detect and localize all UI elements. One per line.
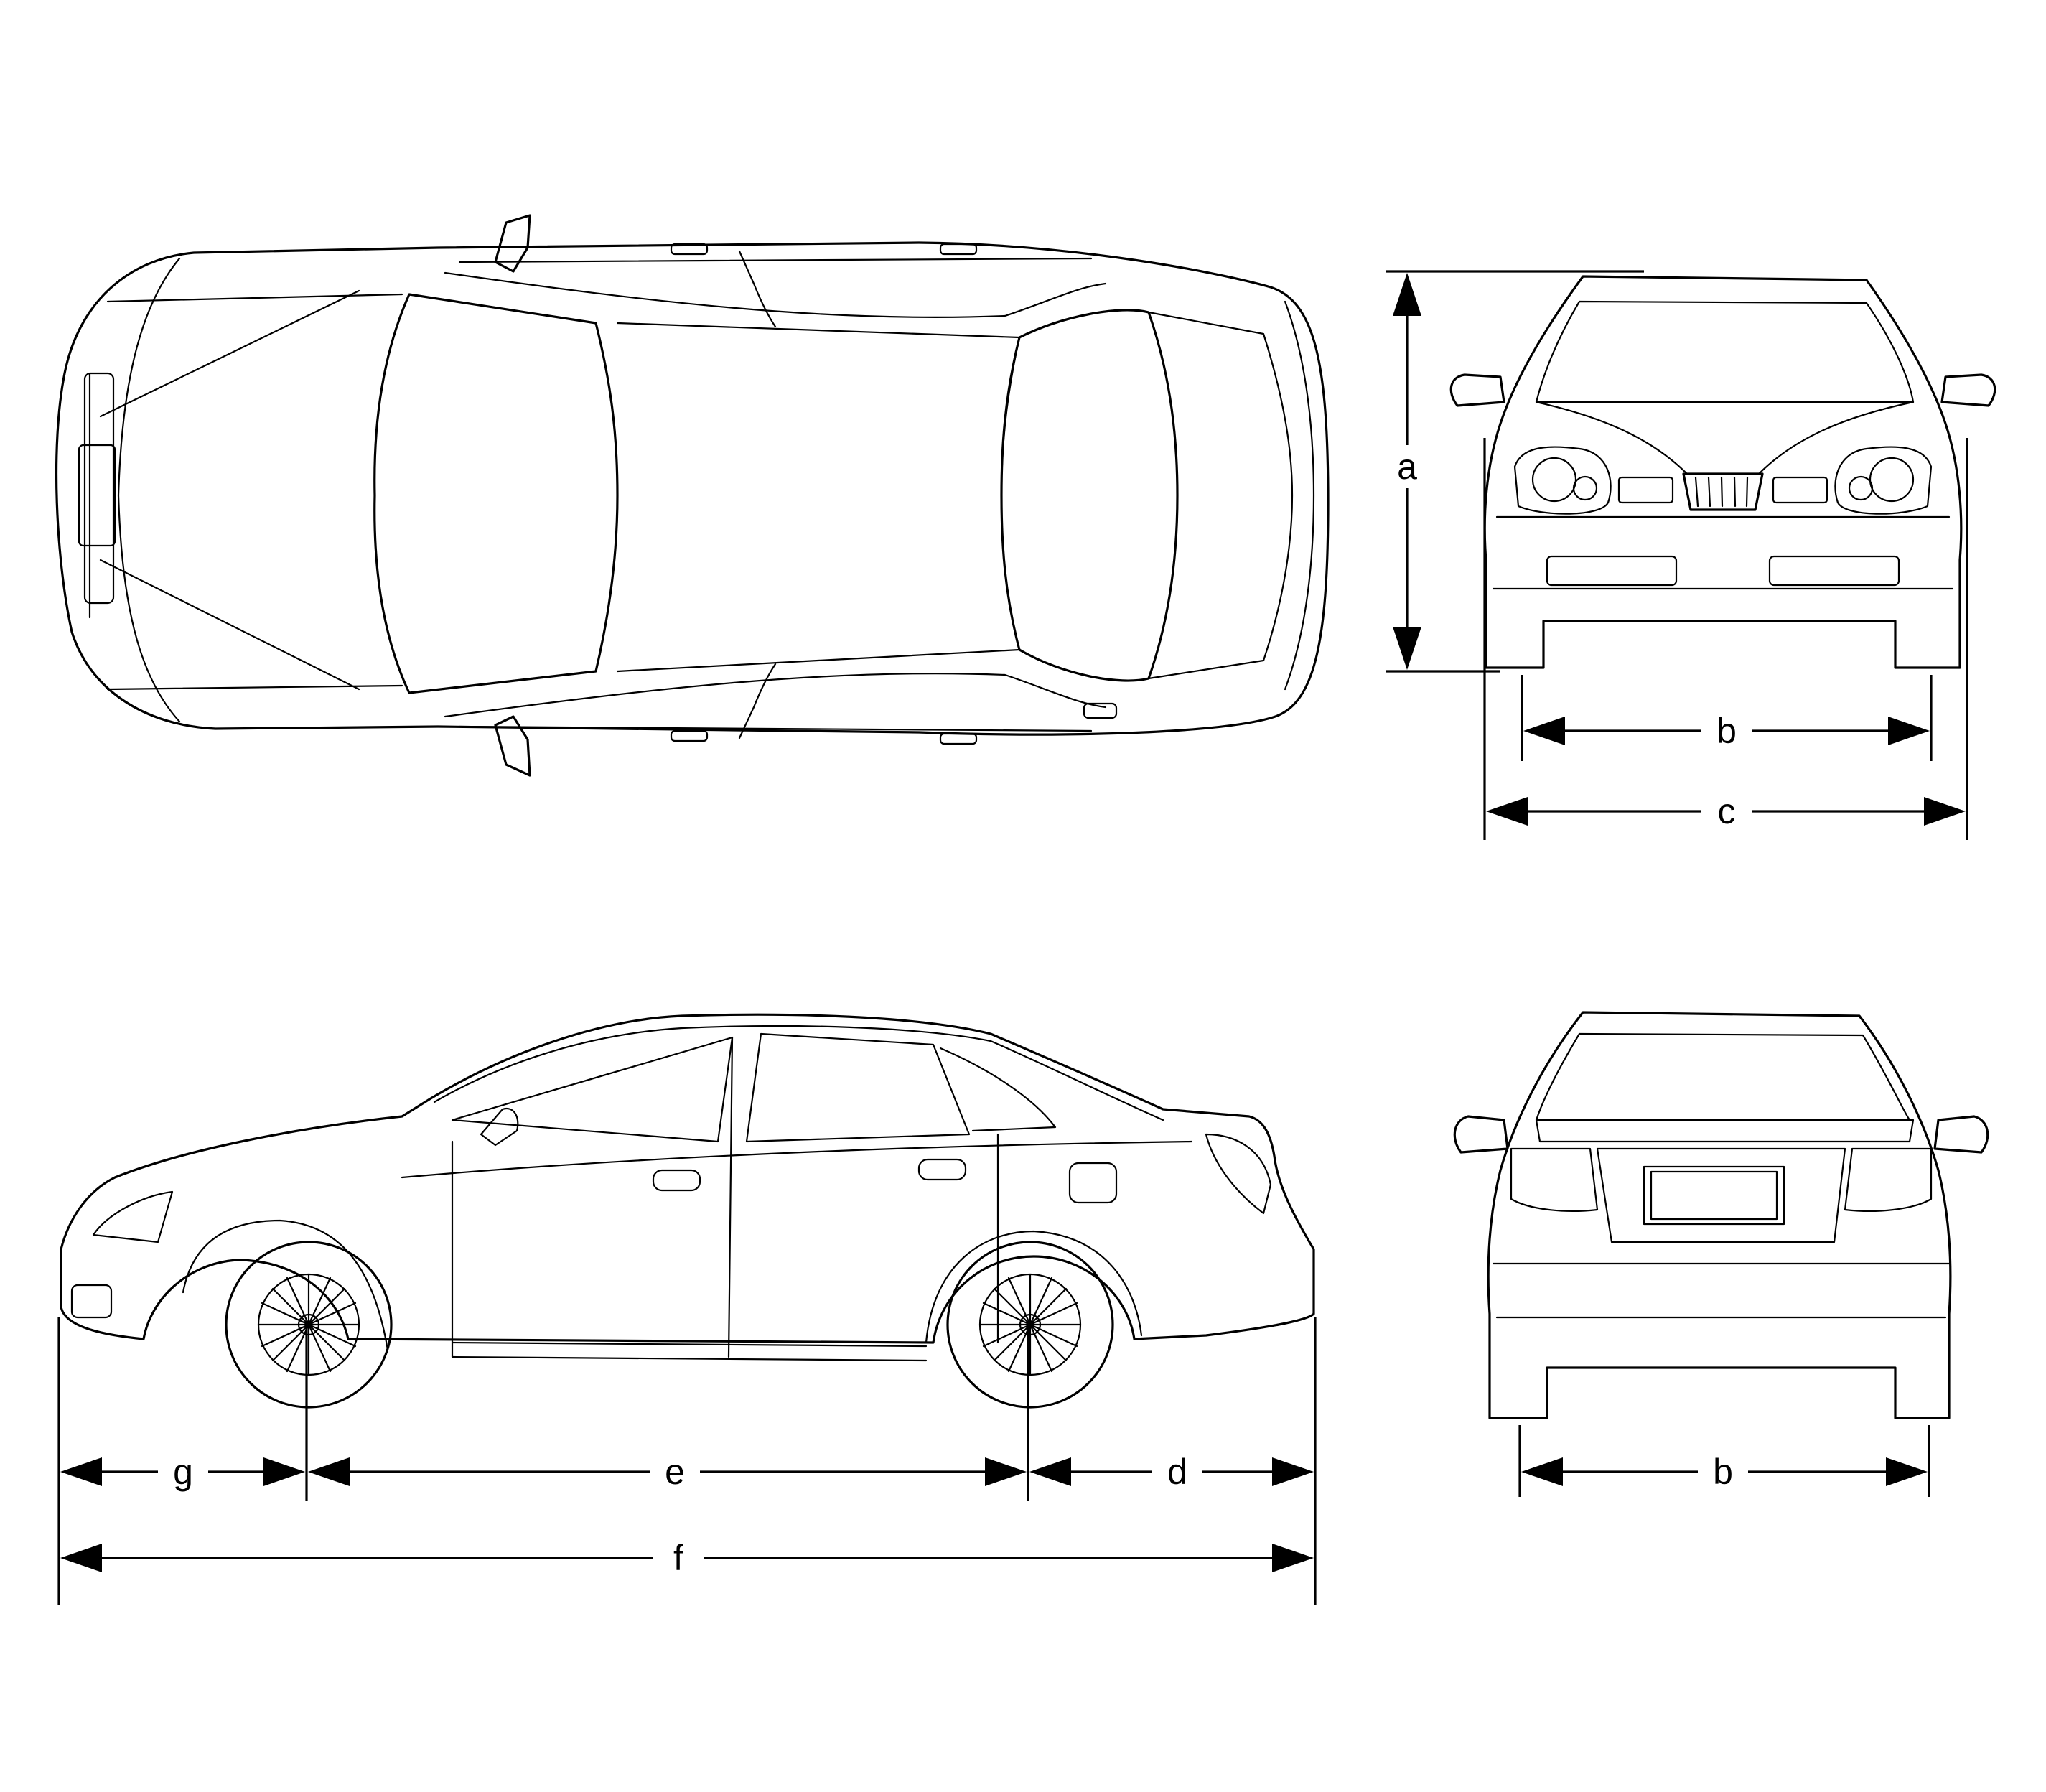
- dimension-b-front: b: [1521, 675, 1933, 761]
- dimension-a: a: [1386, 270, 1644, 673]
- dimension-c: c: [1483, 438, 1968, 840]
- side-view: [60, 1013, 1315, 1409]
- front-wheel: [225, 1241, 393, 1409]
- dimension-label-c: c: [1718, 791, 1736, 831]
- dimension-label-b-front: b: [1716, 711, 1737, 751]
- dimension-f: f: [60, 1536, 1314, 1579]
- dimension-label-f: f: [673, 1538, 683, 1578]
- top-view: [55, 214, 1330, 777]
- dimension-label-b-rear: b: [1713, 1452, 1733, 1492]
- front-view: [1449, 275, 1996, 669]
- dimension-g: g: [60, 1450, 305, 1493]
- rear-wheel: [946, 1241, 1114, 1409]
- rear-view: [1453, 1011, 1989, 1419]
- dimension-d: d: [1029, 1450, 1314, 1493]
- dimension-e: e: [308, 1450, 1027, 1493]
- dimension-label-g: g: [173, 1452, 193, 1492]
- dimension-b-rear: b: [1518, 1425, 1930, 1497]
- dimension-label-d: d: [1167, 1452, 1187, 1492]
- dimension-label-e: e: [665, 1452, 685, 1492]
- dimension-label-a: a: [1397, 447, 1417, 487]
